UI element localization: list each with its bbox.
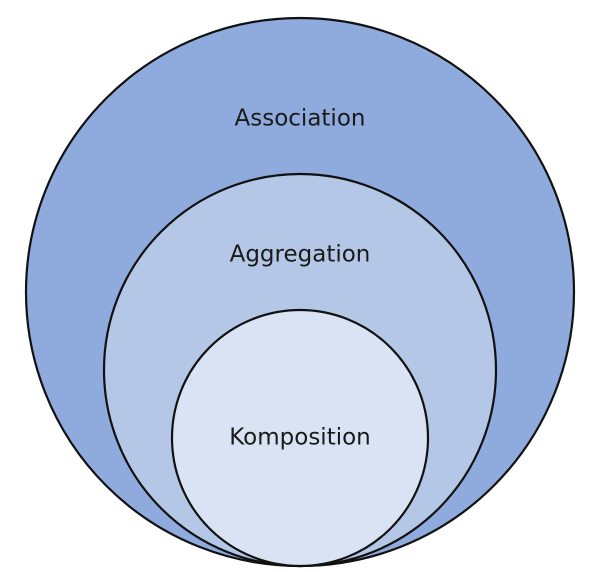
association-label: Association (235, 106, 366, 132)
composition-circle (170, 308, 430, 568)
aggregation-label: Aggregation (230, 242, 371, 268)
composition-label: Komposition (229, 425, 371, 451)
